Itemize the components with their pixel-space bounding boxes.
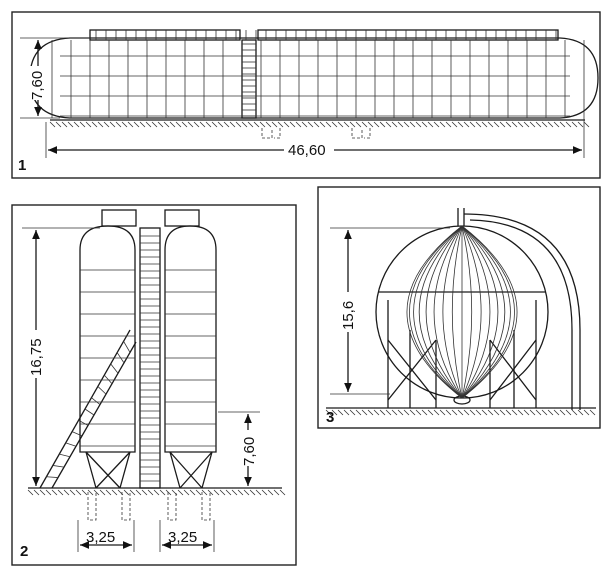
ground-hatching (325, 407, 596, 416)
height-dimension-label: 15,6 (340, 301, 357, 330)
ground-hatching (49, 119, 590, 128)
height-dimension-label: 16,75 (28, 338, 45, 376)
panel-3-spherical-tank: 15,6 3 (317, 186, 601, 429)
base-left-dimension-label: 3,25 (86, 529, 115, 546)
panel-number: 3 (326, 409, 334, 426)
panel-2-vertical-silos: 16,75 7,60 3,25 3,25 2 (11, 204, 297, 566)
support-height-dimension-label: 7,60 (241, 437, 258, 466)
base-right-dimension-label: 3,25 (168, 529, 197, 546)
panel-number: 1 (18, 157, 26, 174)
panel-number: 2 (20, 543, 28, 560)
horizontal-cylinder-tank (29, 29, 599, 119)
panel-1-horizontal-tank: 7,60 46,60 1 (11, 11, 601, 179)
spherical-tank (375, 208, 581, 410)
vertical-silo-tanks (39, 209, 217, 489)
height-dimension-label: 7,60 (29, 71, 46, 100)
length-dimension-label: 46,60 (288, 142, 326, 159)
ground-hatching (27, 487, 286, 496)
